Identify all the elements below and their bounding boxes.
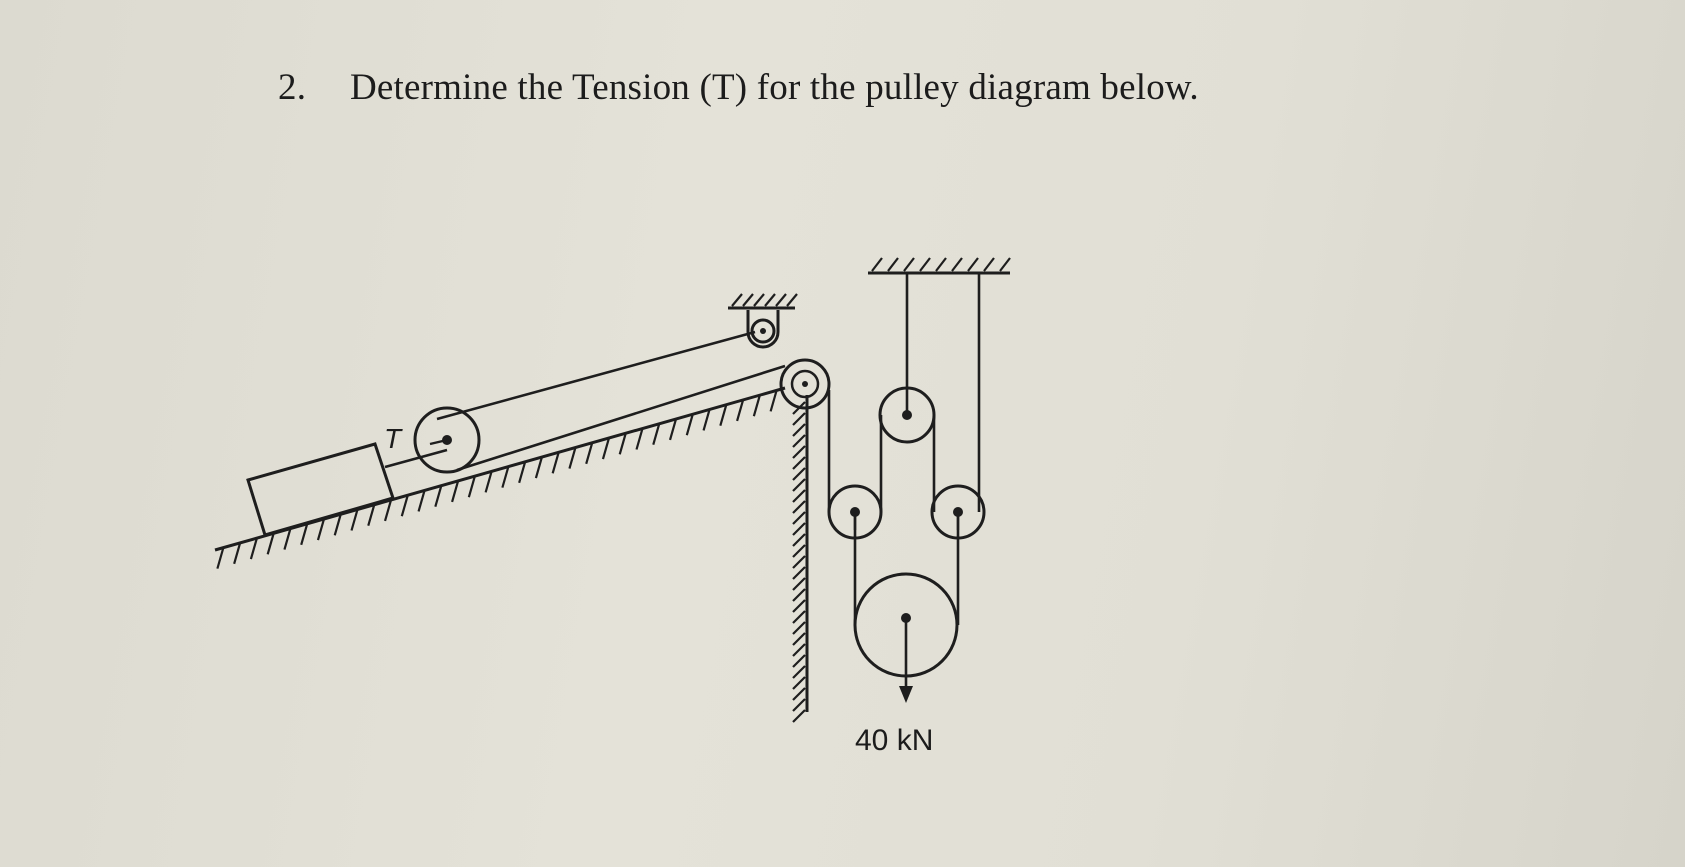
right-lower-pulley — [930, 484, 986, 540]
rope-segments — [384, 273, 981, 625]
question-text: Determine the Tension (T) for the pulley… — [350, 67, 1199, 108]
fixed-small-pulley — [750, 318, 776, 344]
corner-pulley — [779, 358, 831, 410]
tension-label: T — [384, 423, 403, 454]
question-heading: 2. Determine the Tension (T) for the pull… — [278, 66, 1199, 109]
block-on-incline — [246, 442, 395, 537]
pulleys — [413, 318, 986, 678]
load-arrow — [899, 618, 913, 703]
incline-moving-pulley — [413, 406, 481, 474]
small-ceiling-support — [728, 293, 798, 349]
large-ceiling-support — [868, 257, 1011, 275]
incline-plane — [214, 386, 786, 569]
question-number: 2. — [278, 67, 307, 108]
load-label: 40 kN — [855, 724, 933, 757]
vertical-wall — [792, 395, 809, 723]
left-lower-pulley — [827, 484, 883, 540]
top-hanging-pulley — [878, 386, 936, 444]
